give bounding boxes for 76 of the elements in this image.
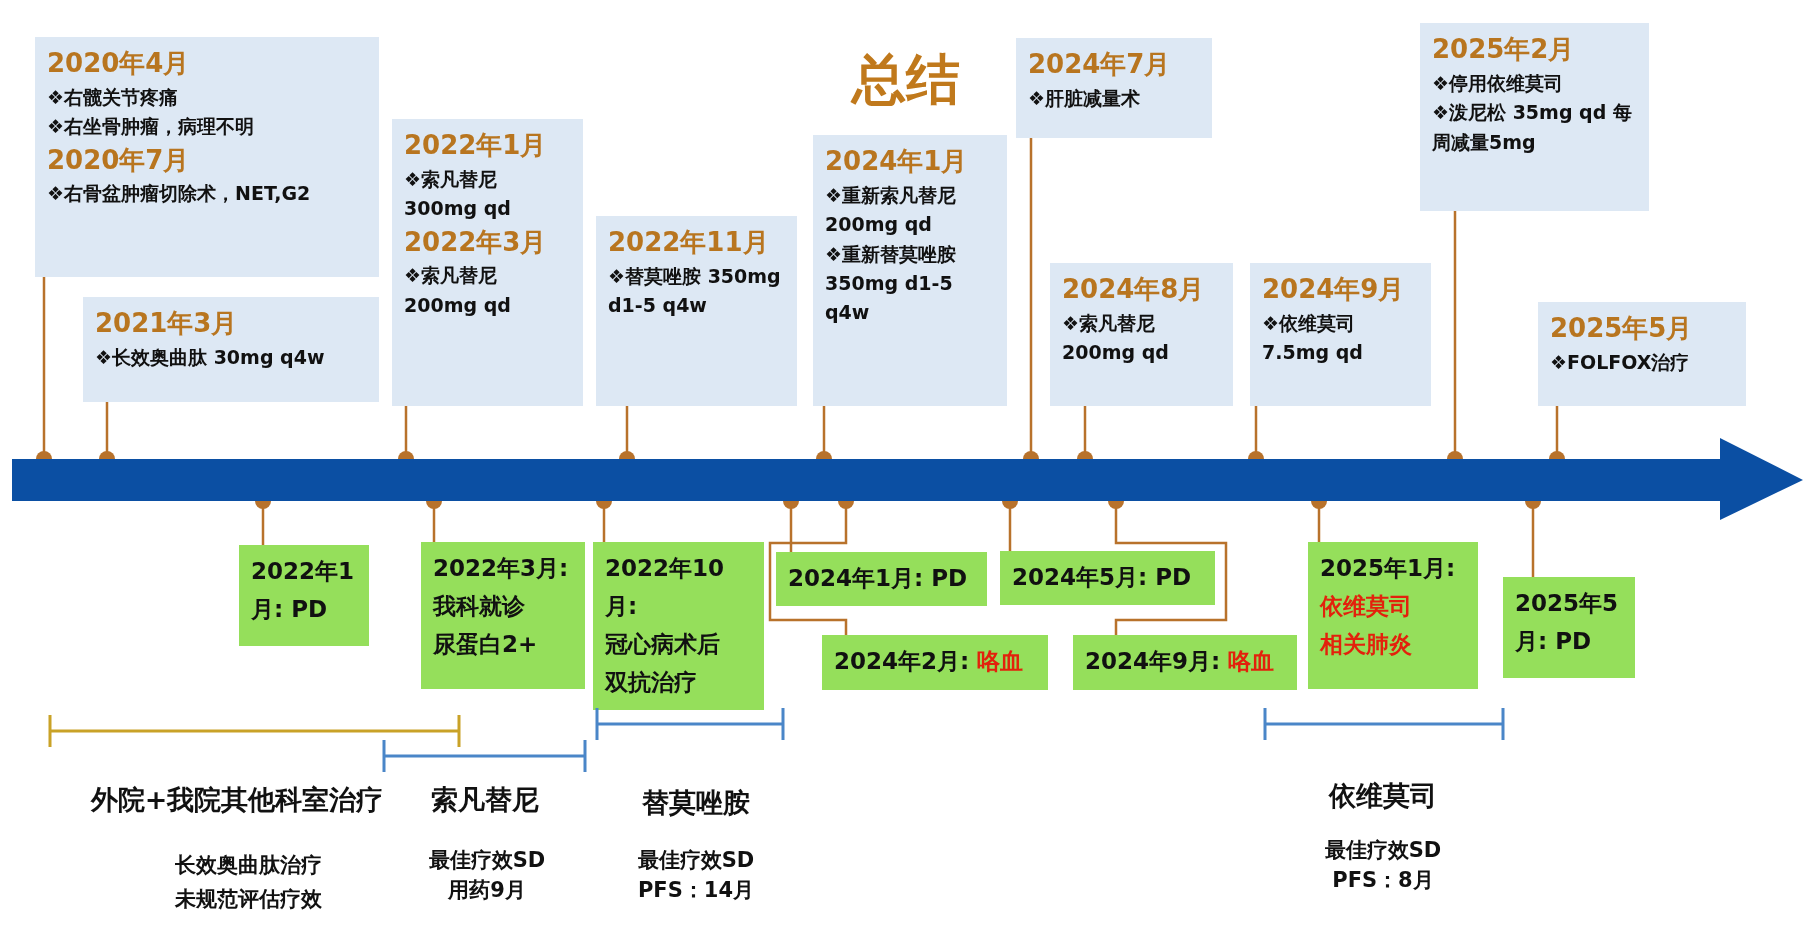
phase-note: 用药9月	[448, 877, 526, 904]
phase-label: 索凡替尼	[431, 783, 539, 817]
event-note: ❖泼尼松 35mg qd 每周减量5mg	[1432, 100, 1633, 155]
phase-note: 最佳疗效SD	[428, 847, 546, 874]
title: 总结	[852, 47, 960, 113]
finding-card	[239, 545, 369, 646]
date-note: 2022年1月: PD	[251, 557, 356, 624]
event-card	[1250, 263, 1431, 406]
finding-card	[1073, 635, 1297, 690]
event-note: ❖长效奥曲肽 30mg q4w	[95, 344, 326, 370]
phase-note: 长效奥曲肽治疗	[174, 852, 322, 879]
event-note: ❖重新替莫唑胺 350mg d1-5 q4w	[825, 241, 958, 326]
event-note: 双抗治疗	[605, 667, 698, 697]
date-note: 2024年9月:	[1085, 648, 1221, 674]
date-heading: 2024年7月	[1028, 48, 1172, 81]
date-heading: 2022年1月	[404, 129, 548, 162]
event-note: 冠心病术后	[605, 629, 721, 659]
phase-note: 最佳疗效SD	[637, 847, 755, 874]
date-heading: 2025年5月	[1550, 312, 1694, 345]
event-card	[1538, 302, 1746, 406]
event-card	[35, 37, 379, 277]
event-note: 咯血	[977, 648, 1024, 674]
event-note: ❖索凡替尼 300mg qd	[404, 166, 512, 222]
date-heading: 2025年2月	[1432, 33, 1576, 66]
finding-card	[1308, 542, 1478, 689]
event-note: ❖停用依维莫司	[1432, 70, 1565, 96]
event-note: ❖替莫唑胺 350mg d1-5 q4w	[608, 263, 782, 319]
finding-card	[421, 542, 585, 689]
date-heading: 2020年4月	[47, 47, 191, 80]
phase-note: 未规范评估疗效	[174, 886, 322, 913]
event-note: ❖索凡替尼 200mg qd	[404, 263, 512, 318]
phase-label: 替莫唑胺	[642, 786, 750, 820]
event-card	[1016, 38, 1212, 138]
date-note: 2025年1月:	[1320, 554, 1457, 583]
event-card	[596, 216, 797, 406]
event-note: ❖右骨盆肿瘤切除术，NET,G2	[47, 181, 312, 207]
event-note: 相关肺炎	[1320, 629, 1413, 659]
date-heading: 2024年9月	[1262, 273, 1406, 306]
date-heading: 2020年7月	[47, 143, 191, 177]
date-heading: 2021年3月	[95, 307, 239, 340]
finding-card	[1000, 551, 1215, 605]
date-note: 2024年2月:	[834, 648, 970, 674]
date-heading: 2024年1月	[825, 145, 969, 178]
date-note: 2024年1月: PD	[788, 564, 969, 593]
date-note: 2022年10月:	[605, 554, 726, 621]
finding-card	[1503, 577, 1635, 678]
event-note: ❖依维莫司 7.5mg qd	[1262, 310, 1364, 366]
finding-card	[822, 635, 1048, 690]
event-note: ❖重新索凡替尼 200mg qd	[825, 182, 958, 238]
phase-note: 最佳疗效SD	[1324, 837, 1442, 864]
event-note: 依维莫司	[1320, 591, 1413, 621]
date-note: 2024年5月: PD	[1012, 563, 1193, 592]
event-note: ❖FOLFOX治疗	[1550, 349, 1691, 375]
phase-label: 外院+我院其他科室治疗	[90, 783, 384, 817]
event-note: 我科就诊	[433, 591, 526, 621]
event-card	[1420, 23, 1649, 211]
phase-label: 依维莫司	[1329, 779, 1437, 813]
event-note: ❖索凡替尼 200mg qd	[1062, 310, 1170, 366]
phase-note: PFS：14月	[637, 877, 755, 904]
phase-note: PFS：8月	[1332, 867, 1434, 894]
event-note: ❖肝脏减量术	[1028, 85, 1142, 111]
event-card	[1050, 263, 1233, 406]
event-note: 尿蛋白2+	[433, 629, 539, 659]
date-heading: 2024年8月	[1062, 273, 1206, 306]
event-card	[813, 135, 1007, 406]
date-heading: 2022年11月	[608, 226, 770, 259]
finding-card	[593, 542, 764, 710]
finding-card	[776, 552, 987, 606]
event-card	[392, 119, 583, 406]
date-heading: 2022年3月	[404, 225, 548, 259]
date-note: 2025年5月: PD	[1515, 589, 1620, 656]
event-note: ❖右坐骨肿瘤，病理不明	[47, 114, 256, 140]
event-card	[83, 297, 379, 402]
event-note: 咯血	[1228, 648, 1275, 674]
date-note: 2022年3月:	[433, 554, 570, 583]
event-note: ❖右髋关节疼痛	[47, 84, 180, 110]
